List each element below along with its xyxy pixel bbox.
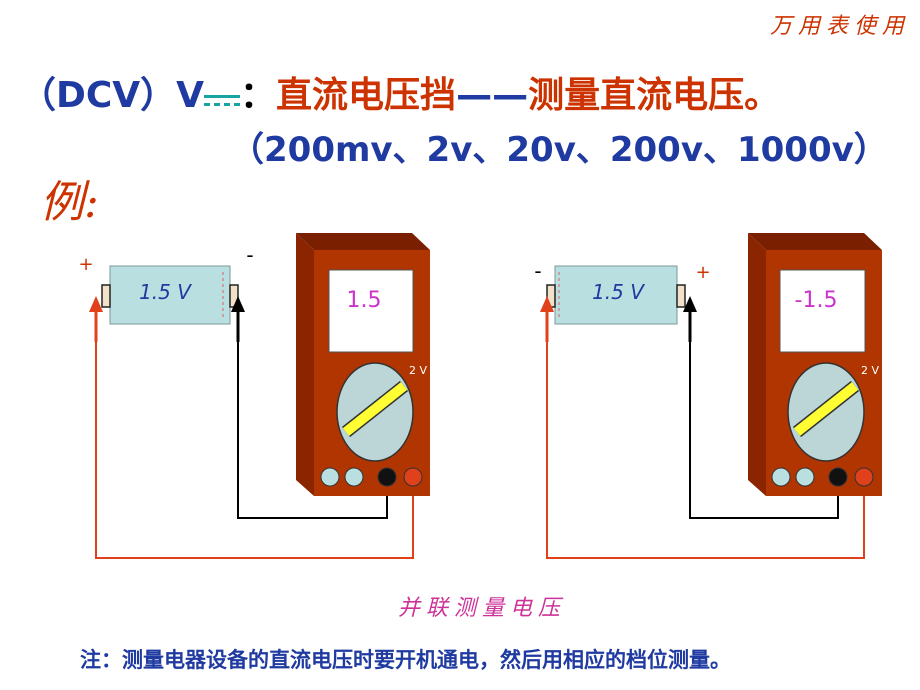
right-jack-2[interactable] <box>795 467 815 487</box>
left-circuit: 1.5 V + - 1.5 2 V <box>78 233 430 559</box>
heading-mode-name: 直流电压挡 <box>276 75 457 116</box>
corner-title: 万用表使用 <box>769 14 910 39</box>
left-battery <box>109 265 231 325</box>
left-red-wire <box>95 298 414 559</box>
diagram-caption: 并联测量电压 <box>398 596 567 621</box>
left-red-arrow-icon <box>89 296 103 312</box>
heading-prefix: （DCV）V <box>20 75 205 116</box>
left-jack-1[interactable] <box>320 467 340 487</box>
right-jack-com[interactable] <box>828 467 848 487</box>
right-battery <box>554 265 678 325</box>
left-black-arrow-icon <box>231 296 245 312</box>
left-multimeter: 1.5 2 V <box>296 233 430 496</box>
right-minus-sign: - <box>534 259 541 283</box>
right-circuit: 1.5 V - + -1.5 2 V <box>534 233 882 559</box>
right-multimeter: -1.5 2 V <box>748 233 882 496</box>
left-jack-com[interactable] <box>377 467 397 487</box>
right-range-label: 2 V <box>861 364 879 377</box>
heading-colon: ： <box>240 75 277 116</box>
footnote: 注：测量电器设备的直流电压时要开机通电，然后用相应的档位测量。 <box>80 648 731 672</box>
left-battery-label: 1.5 V <box>139 280 192 304</box>
right-battery-right-terminal <box>676 284 686 308</box>
right-black-arrow-icon <box>683 296 697 312</box>
heading-description: 测量直流电压。 <box>528 75 781 116</box>
right-jack-1[interactable] <box>771 467 791 487</box>
left-jack-2[interactable] <box>344 467 364 487</box>
right-meter-screen <box>779 269 866 353</box>
right-plus-sign: + <box>695 262 710 283</box>
left-jack-v[interactable] <box>403 467 423 487</box>
example-label: 例: <box>40 177 99 228</box>
right-battery-label: 1.5 V <box>592 280 645 304</box>
left-battery-left-terminal <box>101 284 111 308</box>
left-black-wire <box>237 298 388 519</box>
page-heading: （DCV）V ：直流电压挡——测量直流电压。 <box>20 66 780 118</box>
left-plus-sign: + <box>78 254 93 275</box>
left-minus-sign: - <box>246 243 253 267</box>
right-red-wire <box>546 298 865 559</box>
range-list: （200mv、2v、20v、200v、1000v） <box>230 130 888 170</box>
left-meter-display: 1.5 <box>347 288 382 313</box>
right-red-arrow-icon <box>540 296 554 312</box>
left-range-label: 2 V <box>409 364 427 377</box>
right-black-wire <box>689 298 839 519</box>
left-meter-screen <box>328 269 414 353</box>
heading-dash: —— <box>456 75 529 116</box>
dc-symbol-icon <box>204 85 241 111</box>
right-meter-display: -1.5 <box>795 288 838 313</box>
right-jack-v[interactable] <box>854 467 874 487</box>
